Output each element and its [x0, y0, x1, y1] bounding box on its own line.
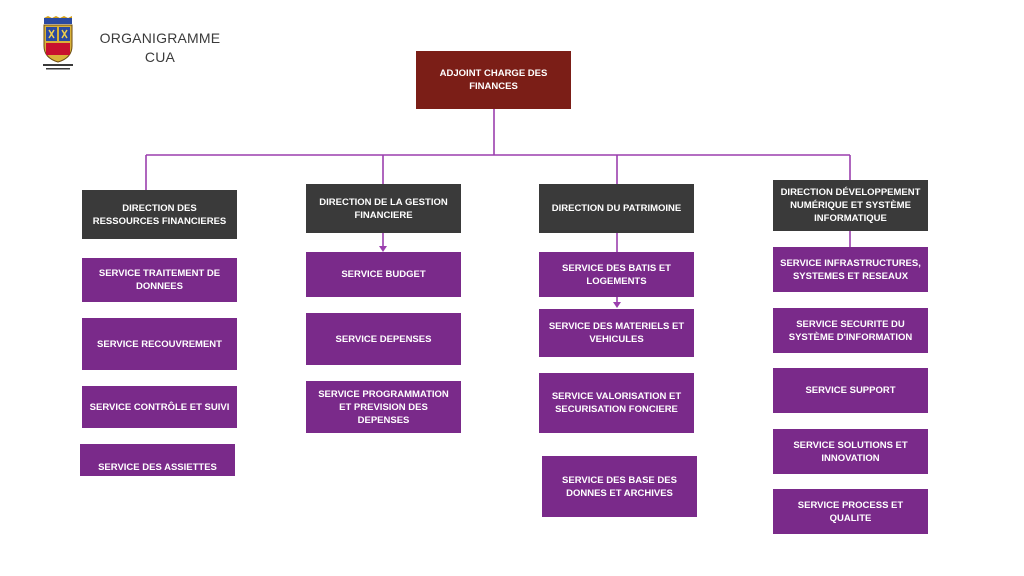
service-label: SERVICE INFRASTRUCTURES, SYSTEMES ET RES… — [780, 257, 921, 282]
service-label: SERVICE DEPENSES — [335, 333, 432, 345]
service-label: SERVICE DES BATIS ET LOGEMENTS — [562, 262, 671, 287]
service-label: SERVICE PROCESS ET QUALITE — [797, 499, 904, 524]
service-box: SERVICE VALORISATION ET SECURISATION FON… — [539, 373, 694, 433]
page-title: ORGANIGRAMME CUA — [98, 29, 222, 67]
service-box: SERVICE SECURITE DU SYSTÈME D'INFORMATIO… — [773, 308, 928, 353]
direction-label: DIRECTION DES RESSOURCES FINANCIERES — [92, 202, 227, 227]
service-label: SERVICE CONTRÔLE ET SUIVI — [89, 401, 230, 413]
service-box: SERVICE RECOUVREMENT — [82, 318, 237, 370]
title-line-1: ORGANIGRAMME — [99, 30, 221, 46]
service-box: SERVICE CONTRÔLE ET SUIVI — [82, 386, 237, 428]
node-label: ADJOINT CHARGE DES FINANCES — [439, 68, 548, 92]
service-label: SERVICE VALORISATION ET SECURISATION FON… — [551, 391, 682, 415]
service-label: SERVICE DES BASE DES DONNES ET ARCHIVES — [562, 474, 677, 499]
service-box: SERVICE DES BATIS ET LOGEMENTS — [539, 252, 694, 297]
direction-ressources-financieres: DIRECTION DES RESSOURCES FINANCIERES — [82, 190, 237, 239]
service-box: SERVICE INFRASTRUCTURES, SYSTEMES ET RES… — [773, 247, 928, 292]
coat-of-arms-icon — [43, 16, 73, 70]
service-box: SERVICE BUDGET — [306, 252, 461, 297]
direction-gestion-financiere: DIRECTION DE LA GESTION FINANCIERE — [306, 184, 461, 233]
service-label: SERVICE DES MATERIELS ET VEHICULES — [548, 321, 685, 345]
direction-label: DIRECTION DU PATRIMOINE — [551, 203, 682, 214]
service-label: SERVICE RECOUVREMENT — [97, 338, 222, 350]
service-box: SERVICE DES MATERIELS ET VEHICULES — [539, 309, 694, 357]
service-box: SERVICE DES ASSIETTES — [80, 444, 235, 476]
service-box: SERVICE PROGRAMMATION ET PREVISION DES D… — [306, 381, 461, 433]
service-label: SERVICE SUPPORT — [805, 385, 896, 396]
service-box: SERVICE SOLUTIONS ET INNOVATION — [773, 429, 928, 474]
direction-label: DIRECTION DÉVELOPPEMENT NUMÉRIQUE ET SYS… — [780, 187, 921, 224]
service-box: SERVICE DES BASE DES DONNES ET ARCHIVES — [542, 456, 697, 517]
direction-label: DIRECTION DE LA GESTION FINANCIERE — [319, 196, 448, 221]
service-box: SERVICE SUPPORT — [773, 368, 928, 413]
service-label: SERVICE DES ASSIETTES — [98, 462, 217, 473]
title-line-2: CUA — [144, 49, 176, 65]
direction-patrimoine: DIRECTION DU PATRIMOINE — [539, 184, 694, 233]
service-box: SERVICE DEPENSES — [306, 313, 461, 365]
service-box: SERVICE PROCESS ET QUALITE — [773, 489, 928, 534]
service-label: SERVICE TRAITEMENT DE DONNEES — [98, 268, 221, 292]
service-label: SERVICE BUDGET — [341, 269, 426, 280]
direction-developpement-numerique: DIRECTION DÉVELOPPEMENT NUMÉRIQUE ET SYS… — [773, 180, 928, 231]
service-label: SERVICE PROGRAMMATION ET PREVISION DES D… — [318, 388, 449, 426]
service-label: SERVICE SOLUTIONS ET INNOVATION — [793, 439, 908, 464]
service-box: SERVICE TRAITEMENT DE DONNEES — [82, 258, 237, 302]
service-label: SERVICE SECURITE DU SYSTÈME D'INFORMATIO… — [788, 318, 913, 343]
node-adjoint-finances: ADJOINT CHARGE DES FINANCES — [416, 51, 571, 109]
